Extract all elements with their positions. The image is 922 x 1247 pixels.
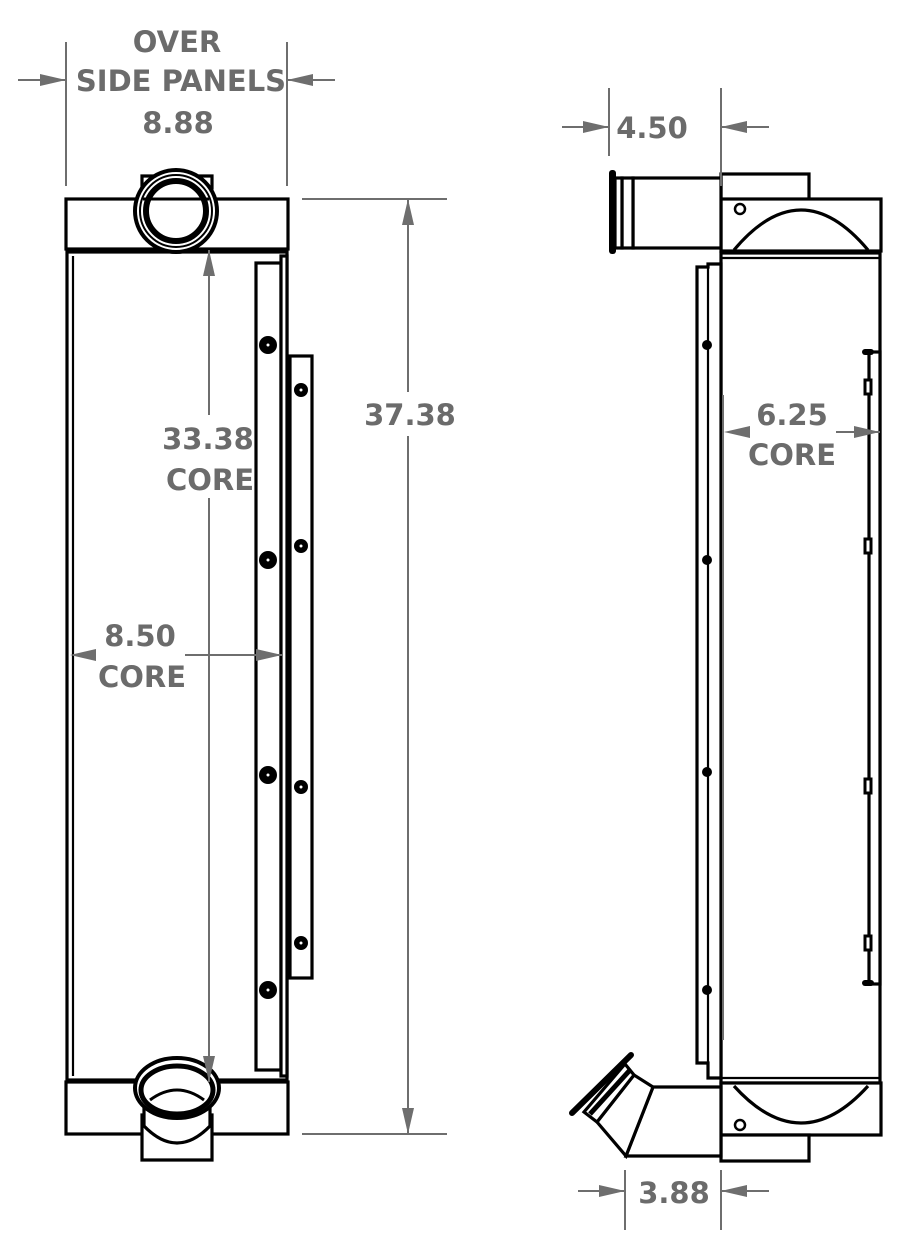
front-core xyxy=(65,250,289,1082)
side-top-outlet xyxy=(609,170,723,254)
value-core-depth: 6.25 xyxy=(756,398,828,432)
side-bottom-tank xyxy=(719,1081,883,1163)
dim-core-depth: 6.25 CORE xyxy=(722,395,880,1040)
side-view xyxy=(569,170,883,1163)
label-core-depth: CORE xyxy=(748,438,836,472)
dim-top-outlet-offset: 4.50 xyxy=(562,88,769,186)
label-core-width: CORE xyxy=(98,660,186,694)
front-side-bracket xyxy=(254,254,314,1078)
side-left-bracket xyxy=(695,262,723,1080)
front-top-port xyxy=(133,168,219,254)
front-view xyxy=(64,168,314,1162)
value-over-side-panels: 8.88 xyxy=(142,106,214,140)
label-core-height: CORE xyxy=(166,463,254,497)
front-bottom-port xyxy=(133,1056,221,1162)
dim-core-height: 33.38 CORE xyxy=(162,250,254,1082)
dim-over-side-panels: OVER SIDE PANELS 8.88 xyxy=(18,25,335,186)
value-core-width: 8.50 xyxy=(104,619,176,653)
side-core xyxy=(719,251,882,1085)
label-side-panels: SIDE PANELS xyxy=(76,64,286,98)
dim-bottom-inlet-offset: 3.88 xyxy=(578,1170,769,1230)
side-top-tank xyxy=(719,172,883,253)
dim-core-width: 8.50 CORE xyxy=(70,619,282,694)
side-right-bracket xyxy=(862,349,882,986)
side-bottom-inlet xyxy=(569,1052,723,1160)
value-core-height: 33.38 xyxy=(162,422,254,456)
value-top-outlet-offset: 4.50 xyxy=(616,111,688,145)
value-overall-height: 37.38 xyxy=(364,398,456,432)
dim-overall-height: 37.38 xyxy=(302,198,456,1135)
value-bottom-inlet-offset: 3.88 xyxy=(638,1176,710,1210)
label-over: OVER xyxy=(133,25,221,59)
